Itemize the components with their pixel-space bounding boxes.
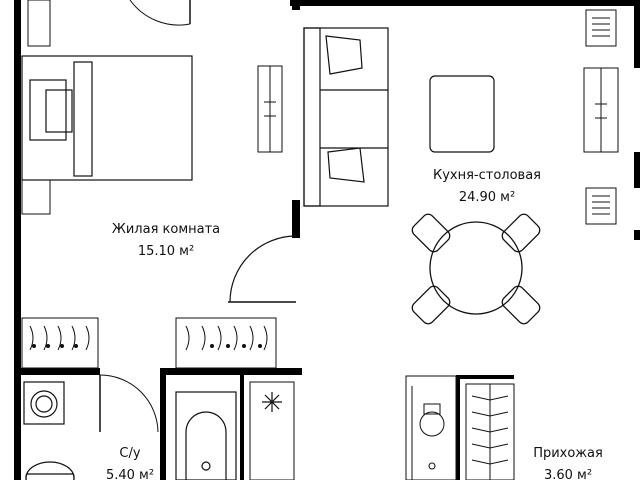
- refrigerator: [249, 381, 295, 480]
- sofa: [303, 27, 389, 207]
- room-label-living: Жилая комната 15.10 м²: [66, 222, 266, 260]
- rug-kitchen: [429, 75, 495, 153]
- wall-top-right: [300, 0, 640, 6]
- cabinet-living-right: [175, 317, 277, 369]
- hallway-wardrobe: [465, 383, 515, 480]
- bathtub: [175, 391, 237, 480]
- toilet: [25, 461, 75, 480]
- cabinet-living-left: [21, 317, 99, 369]
- wall-hallway-top: [456, 375, 514, 379]
- wall-hallway-left: [456, 375, 460, 480]
- door-arc-living-top: [129, 0, 191, 26]
- washing-machine: [23, 381, 65, 425]
- wall-living-bottom-right: [160, 368, 302, 375]
- window-living-top: [27, 0, 51, 47]
- wall-partition-bathroom: [240, 375, 244, 480]
- walls: [14, 0, 640, 480]
- wall-right-lower: [634, 230, 640, 240]
- door-living-kitchen: [228, 235, 297, 303]
- room-area-bathroom: 5.40 м²: [105, 468, 155, 480]
- room-label-kitchen: Кухня-столовая 24.90 м²: [387, 168, 587, 206]
- window-living-left: [21, 179, 51, 215]
- window-kitchen-top: [585, 9, 617, 47]
- wall-right-mid: [634, 152, 640, 188]
- wall-left: [14, 0, 21, 480]
- room-area-kitchen: 24.90 м²: [458, 190, 516, 205]
- room-area-living: 15.10 м²: [137, 244, 195, 259]
- room-name-kitchen: Кухня-столовая: [432, 168, 541, 183]
- room-area-hallway: 3.60 м²: [543, 468, 593, 480]
- wardrobe-kitchen: [583, 67, 619, 153]
- wall-partition-living-kitchen-upper: [292, 0, 300, 10]
- kitchen-counter: [405, 375, 457, 480]
- room-name-hallway: Прихожая: [533, 446, 603, 461]
- wardrobe-living: [257, 65, 283, 153]
- wall-partition-living-kitchen: [292, 200, 300, 238]
- room-name-living: Жилая комната: [111, 222, 221, 237]
- wall-living-bottom-left: [14, 368, 100, 375]
- room-label-bathroom: С/у 5.40 м²: [30, 446, 230, 480]
- dining-set: [411, 213, 541, 325]
- window-kitchen-right: [585, 187, 617, 225]
- bed: [21, 55, 193, 181]
- room-label-hallway: Прихожая 3.60 м²: [468, 446, 640, 480]
- wall-right-upper: [634, 0, 640, 68]
- wall-bathroom-right: [160, 368, 166, 480]
- room-name-bathroom: С/у: [119, 446, 141, 461]
- door-arc-bathroom: [99, 374, 159, 433]
